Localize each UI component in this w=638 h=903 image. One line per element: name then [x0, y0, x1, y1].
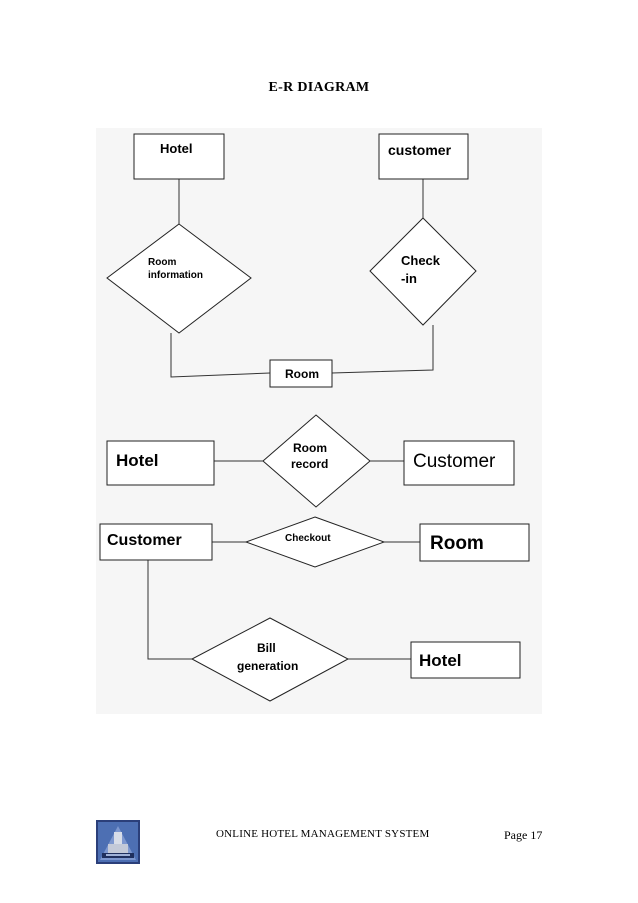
entity-customer-top: [378, 133, 469, 180]
entity-label-room-mid: Room: [285, 367, 319, 381]
footer-page-number: Page 17: [504, 828, 543, 842]
page-title: E-R DIAGRAM: [268, 80, 370, 95]
footer-system-name: ONLINE HOTEL MANAGEMENT SYSTEM: [216, 828, 430, 840]
entity-customer-row3: [99, 523, 213, 561]
entity-label-hotel-row2: Hotel: [116, 451, 159, 470]
relationship-label-line: generation: [237, 659, 298, 673]
relationship-label-line: Room: [293, 441, 327, 455]
connector-roominfo-room: [170, 333, 271, 378]
relationship-diamonds: [106, 217, 477, 702]
relationship-label-line: Room: [148, 257, 176, 268]
relationship-checkout: [244, 516, 386, 568]
relationship-label-line: record: [291, 457, 328, 471]
connector-lines: [147, 179, 434, 660]
entity-room-mid: [269, 359, 333, 388]
relationship-label-room-information: Room information: [148, 257, 203, 281]
relationship-room-information: [106, 223, 252, 334]
relationship-bill-generation: [190, 617, 350, 702]
relationship-label-line: information: [148, 270, 203, 281]
entity-label-customer-top: customer: [388, 142, 452, 158]
entity-label-room-row3: Room: [430, 533, 484, 554]
relationship-check-in: [369, 217, 477, 326]
relationship-label-bill-generation: Bill generation: [237, 641, 298, 673]
relationship-label-line: Checkout: [285, 533, 331, 544]
entity-room-row3: [419, 523, 530, 562]
entity-label-customer-row2: Customer: [413, 451, 496, 472]
relationship-room-record: [262, 414, 371, 508]
entity-hotel-row4: [410, 641, 521, 679]
entity-label-hotel-top: Hotel: [160, 141, 193, 156]
relationship-label-room-record: Room record: [291, 441, 330, 471]
relationship-label-line: Bill: [257, 641, 276, 655]
relationship-label-check-in: Check -in: [401, 253, 444, 286]
connector-checkin-room: [331, 325, 434, 374]
entity-label-hotel-row4: Hotel: [419, 651, 462, 670]
entity-hotel-top: [133, 133, 225, 180]
relationship-label-checkout: Checkout: [285, 533, 331, 544]
connector-customer-bill: [147, 560, 192, 660]
entity-customer-row2: [403, 440, 515, 486]
relationship-label-line: -in: [401, 271, 417, 286]
entity-label-customer-row3: Customer: [107, 532, 182, 549]
entity-hotel-row2: [106, 440, 215, 486]
institution-logo: [96, 820, 140, 864]
relationship-label-line: Check: [401, 253, 441, 268]
entity-boxes: [99, 133, 530, 679]
